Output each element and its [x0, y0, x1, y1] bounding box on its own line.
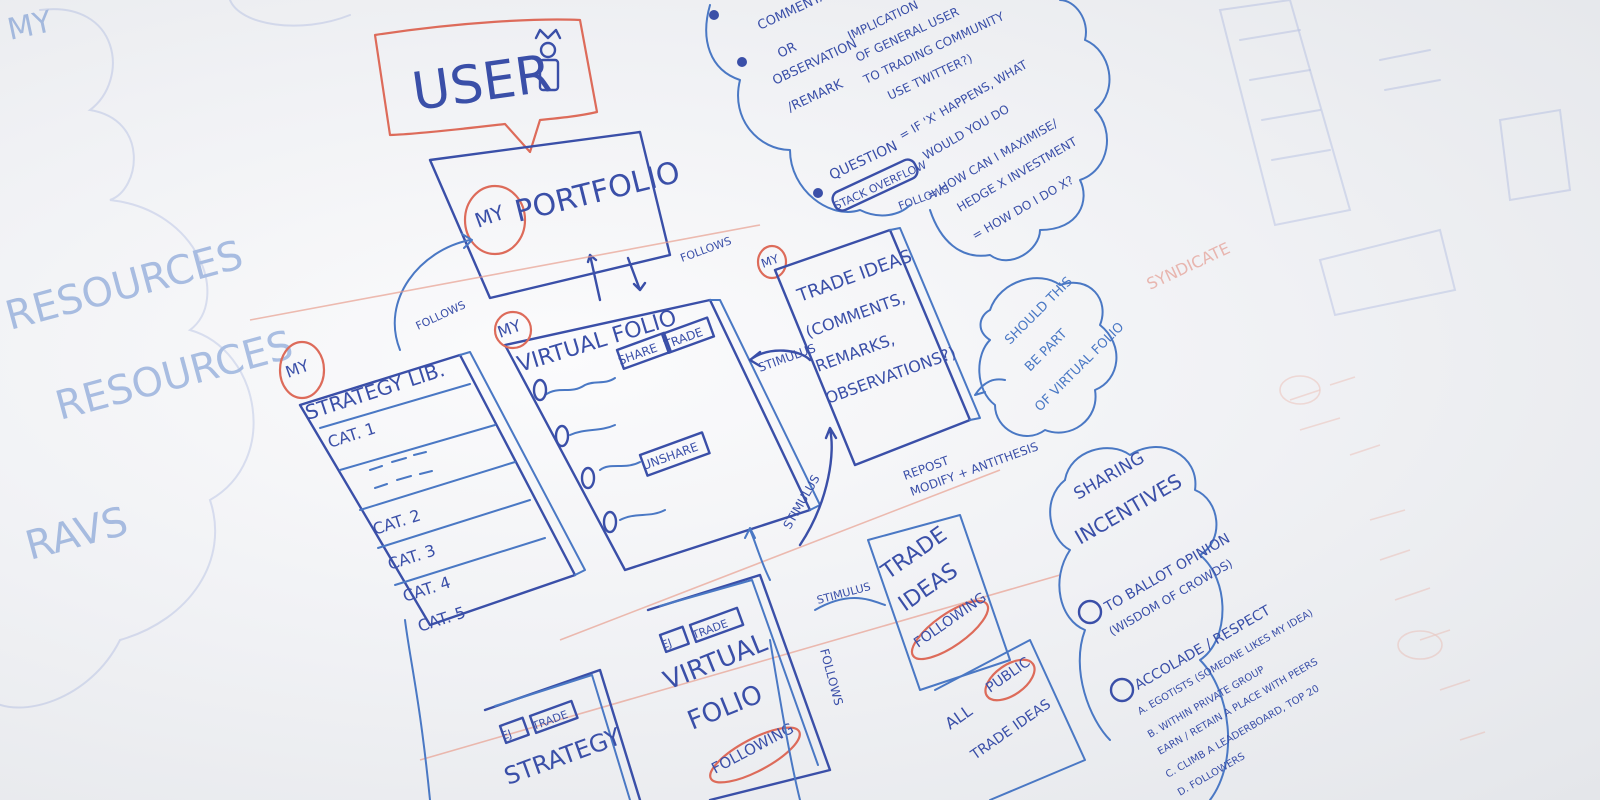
trade-ideas-my: MY	[759, 251, 781, 270]
trade-ideas-following-box: TRADE IDEAS FOLLOWING	[867, 514, 1011, 691]
notes-or: OR	[775, 40, 799, 62]
all-public-all: ALL	[941, 701, 976, 733]
strategy-lib-cat-4: CAT. 4	[400, 573, 453, 606]
follows-label-a: FOLLOWS	[414, 298, 468, 332]
all-public-rest: TRADE IDEAS	[967, 696, 1054, 763]
vf-following-t2: FOLIO	[683, 679, 767, 736]
strategy-bottom-tag2: TRADE	[530, 708, 570, 733]
left-cloud-text-d: RAVS	[21, 498, 133, 569]
vf-following-label: FOLLOWING	[708, 719, 796, 777]
portfolio-my: MY	[472, 200, 509, 233]
side-note-vertical: FOLLOWS	[817, 647, 846, 707]
should-cloud-l3: OF VIRTUAL FOLIO	[1032, 320, 1127, 415]
notes-remark: /REMARK	[785, 77, 846, 116]
strategy-lib-cat-5: CAT. 5	[415, 603, 468, 636]
syndicate-label: SYNDICATE	[1144, 238, 1233, 293]
should-cloud-l2: BE PART	[1022, 327, 1070, 375]
my-portfolio-box: MY PORTFOLIO	[428, 130, 684, 300]
left-cloud-text-c: RESOURCES	[51, 322, 298, 429]
virtual-folio-following-box: EJ TRADE VIRTUAL FOLIO FOLLOWING	[646, 573, 832, 800]
portfolio-title: PORTFOLIO	[511, 155, 683, 230]
strategy-lib-cat-2: CAT. 2	[370, 506, 423, 539]
notes-commentary: COMMENTARY	[755, 0, 844, 34]
notes-q5: = HOW DO I DO X?	[970, 173, 1077, 243]
vf-following-tag1: EJ	[660, 636, 674, 652]
strategy-lib-box: MY STRATEGY LIB. CAT. 1 CAT. 2 CAT. 3 CA…	[278, 340, 586, 636]
stimulus-label-c: STIMULUS	[815, 580, 872, 607]
vf-following-tag2: TRADE	[690, 617, 730, 642]
should-this-cloud: SHOULD THIS BE PART OF VIRTUAL FOLIO	[978, 274, 1127, 437]
strategy-bottom-tag1: EJ	[500, 727, 514, 743]
strategy-bottom-title: STRATEGY	[500, 722, 625, 790]
bullet-dot-3	[813, 188, 823, 198]
bullet-dot-2	[737, 57, 747, 67]
my-trade-ideas-box: MY TRADE IDEAS (COMMENTS, REMARKS, OBSER…	[756, 227, 981, 467]
strategy-lib-cat-3: CAT. 3	[385, 541, 438, 574]
left-cloud-text-a: MY	[4, 4, 55, 48]
all-public-trade-ideas-box: ALL PUBLIC TRADE IDEAS	[934, 639, 1086, 800]
right-faded-sketches: SYNDICATE	[1144, 0, 1572, 741]
sharing-incentives-cloud: SHARING INCENTIVES TO BALLOT OPINION (WI…	[1049, 446, 1321, 800]
user-speech-bubble: USER	[373, 18, 599, 154]
top-notes-cloud: COMMENTARY OR OBSERVATION /REMARK IMPLIC…	[705, 0, 1111, 262]
virtual-folio-box: MY VIRTUAL FOLIO SHARE TRADE UNSHARE	[493, 298, 821, 572]
user-label: USER	[408, 44, 555, 123]
bullet-dot-1	[709, 10, 719, 20]
user-person-icon	[534, 28, 562, 92]
stimulus-label-b: STIMULUS	[780, 472, 822, 531]
left-cloud-text-b: RESOURCES	[1, 232, 248, 339]
strategy-bottom-box: EJ TRADE STRATEGY	[483, 668, 642, 800]
left-cloud-faded: MY RESOURCES RESOURCES RAVS	[0, 0, 351, 709]
